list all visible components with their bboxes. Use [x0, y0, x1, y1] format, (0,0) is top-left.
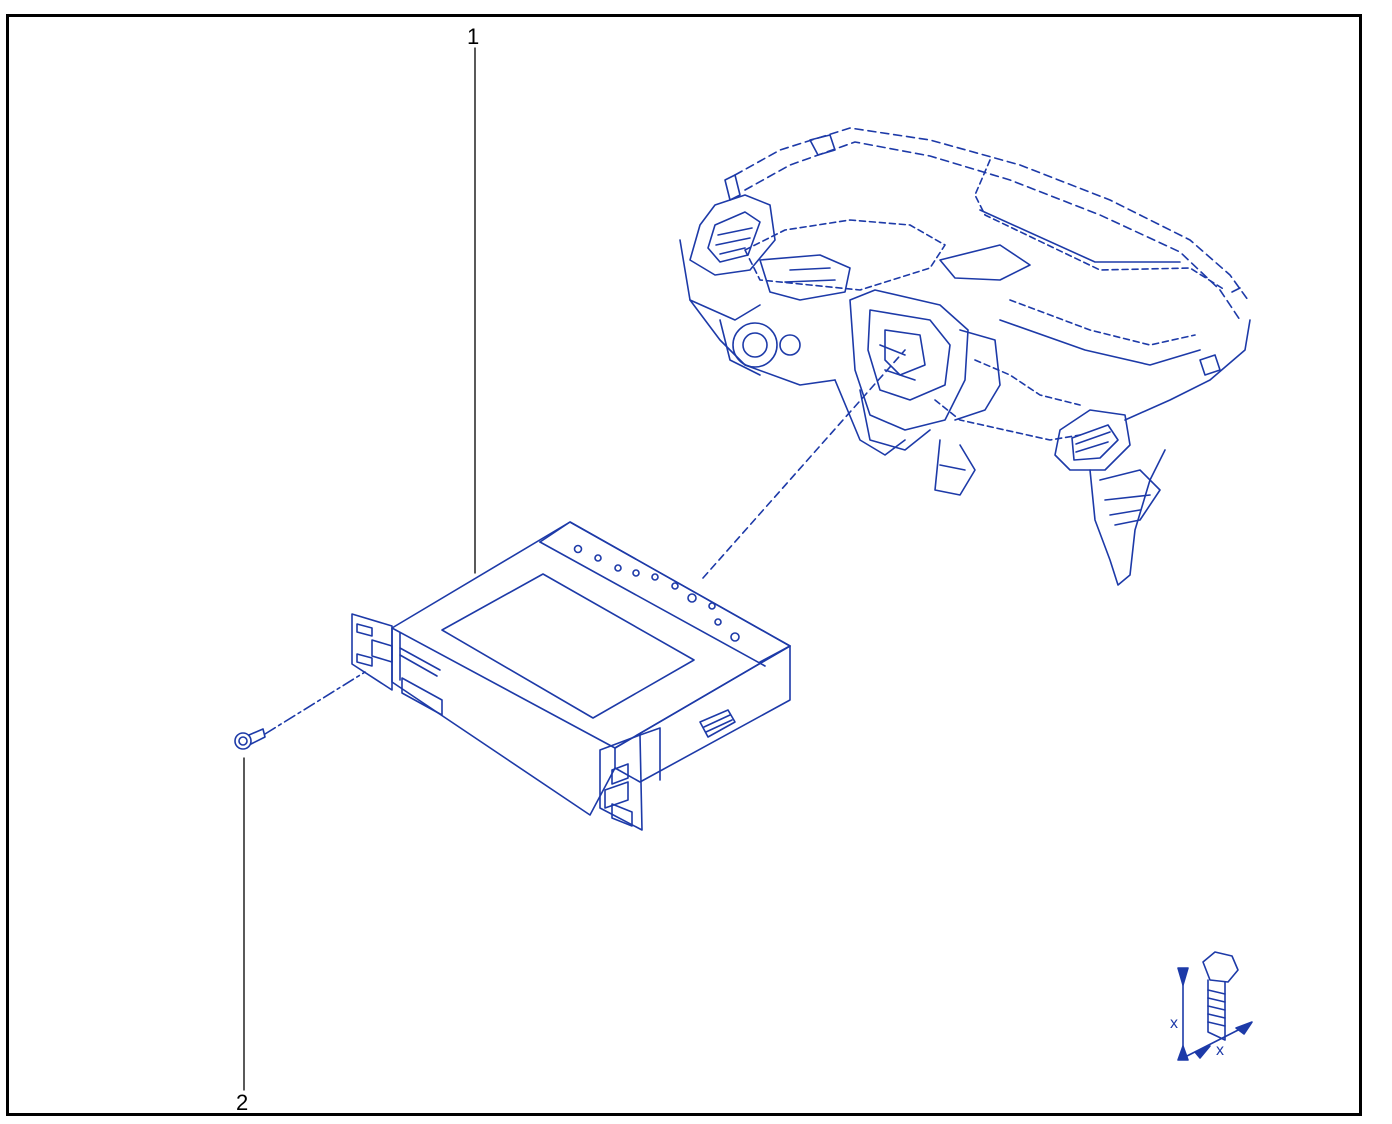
bolt-dimension-icon [1177, 951, 1253, 1061]
screw-icon [234, 728, 266, 750]
bolt-diameter-label: x [1216, 1042, 1224, 1059]
alignment-dashed-line [702, 349, 906, 579]
callout-label-1: 1 [467, 24, 480, 49]
head-unit-icon [351, 521, 791, 831]
drawing-frame [6, 14, 1362, 1116]
callout-label-2: 2 [236, 1090, 249, 1115]
bolt-length-label: x [1170, 1015, 1178, 1032]
dashboard-panel-icon [679, 127, 1251, 586]
screw-alignment-line [264, 671, 366, 735]
